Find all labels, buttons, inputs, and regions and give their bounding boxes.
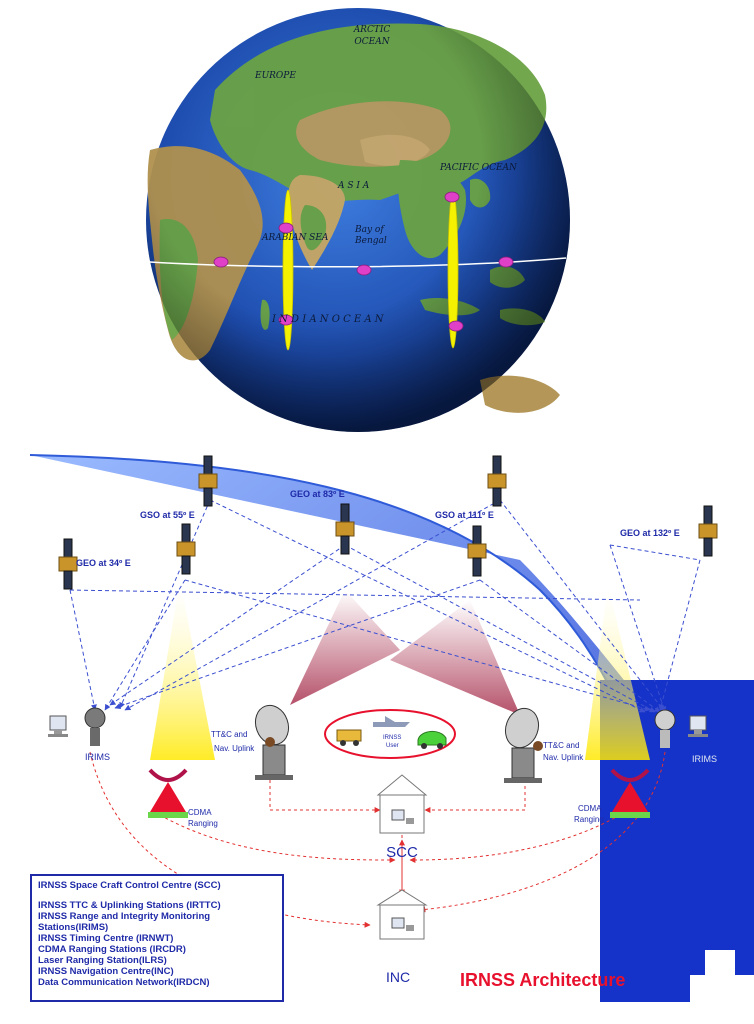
satellite-icon [176,523,196,575]
label-indian-ocean: I N D I A N O C E A N [271,314,385,325]
airplane-icon [373,716,410,727]
sat-dot [356,264,372,276]
beam-left-cdma [150,580,215,760]
label-ttc-left-2: Nav. Uplink [214,744,255,753]
satellite-icon [467,525,487,577]
label-cdma-right-2: Ranging [574,815,604,824]
label-geo-132: GEO at 132º E [620,528,680,538]
label-gso-55: GSO at 55º E [140,510,195,520]
label-irims-right: IRIMS [692,754,717,764]
legend-box: IRNSS Space Craft Control Centre (SCC) I… [30,874,284,1002]
earth-limb-cutout [705,950,735,990]
sat-dot [448,320,464,332]
label-arabian-sea: ARABIAN SEA [261,233,329,243]
label-cdma-left-1: CDMA [188,808,212,817]
sat-dot [213,256,229,268]
sat-dot [498,256,514,268]
label-cdma-left-2: Ranging [188,819,218,828]
label-bay-of-bengal-2: Bengal [354,236,387,246]
car-icon [417,731,447,749]
label-europe: EUROPE [254,71,296,81]
legend-item: CDMA Ranging Stations (IRCDR) [38,944,186,955]
label-irims-left: IRIMS [85,752,110,762]
architecture: GEO at 34º E GSO at 55º E GEO at 83º E G… [29,454,754,1024]
label-pacific-ocean: PACIFIC OCEAN [439,163,518,173]
legend-item: IRNSS Space Craft Control Centre (SCC) [38,880,221,891]
diagram-title: IRNSS Architecture [460,970,626,990]
footprint-west [282,189,294,351]
label-user-1: IRNSS [383,735,401,741]
irims-right-station [654,709,708,748]
legend-item [38,891,276,900]
satellite-icon [58,538,78,590]
legend-item: Stations(IRIMS) [38,922,109,933]
beam-right-cdma [585,585,650,760]
ttc-right-station [504,707,543,783]
label-asia: A S I A [337,181,370,191]
label-ttc-left-1: TT&C and [211,730,247,739]
label-scc: SCC [386,844,418,861]
irims-left-station [48,707,106,746]
label-arctic-ocean-2: OCEAN [354,37,390,47]
satellite-icon [335,503,355,555]
label-ttc-right-2: Nav. Uplink [543,753,584,762]
label-bay-of-bengal-1: Bay of [354,225,385,235]
cdma-left-station [148,768,188,818]
satellites [58,455,718,590]
label-user-2: User [386,743,399,749]
sat-dot [278,314,294,326]
inc-building [376,889,428,940]
label-geo-83: GEO at 83º E [290,489,345,499]
label-geo-34: GEO at 34º E [76,558,131,568]
globe-shading [146,8,570,432]
legend-item: IRNSS Navigation Centre(INC) [38,966,174,977]
beam-maroon-left [290,590,400,705]
sat-dot [444,191,460,203]
ttc-left-station [254,704,293,780]
legend-item: IRNSS Timing Centre (IRNWT) [38,933,174,944]
label-arctic-ocean-1: ARCTIC [353,25,391,35]
legend-item: Laser Ranging Station(ILRS) [38,955,167,966]
legend-item: IRNSS Range and Integrity Monitoring [38,911,211,922]
satellite-markers [213,191,514,332]
label-cdma-right-1: CDMA [578,804,602,813]
satellite-icon [698,505,718,557]
sat-dot [278,222,294,234]
blue-links [69,499,701,713]
cdma-right-station [610,768,650,818]
legend-item: Data Communication Network(IRDCN) [38,977,210,988]
label-gso-111: GSO at 111º E [435,510,494,520]
beam-maroon-right [390,600,520,715]
truck-icon [336,729,362,746]
satellite-icon [198,455,218,507]
scc-building [376,774,428,834]
label-ttc-right-1: TT&C and [543,741,579,750]
satellite-icon [487,455,507,507]
label-inc: INC [386,969,410,985]
globe: ARCTIC OCEAN EUROPE PACIFIC OCEAN A S I … [146,8,570,432]
legend-item: IRNSS TTC & Uplinking Stations (IRTTC) [38,900,221,911]
